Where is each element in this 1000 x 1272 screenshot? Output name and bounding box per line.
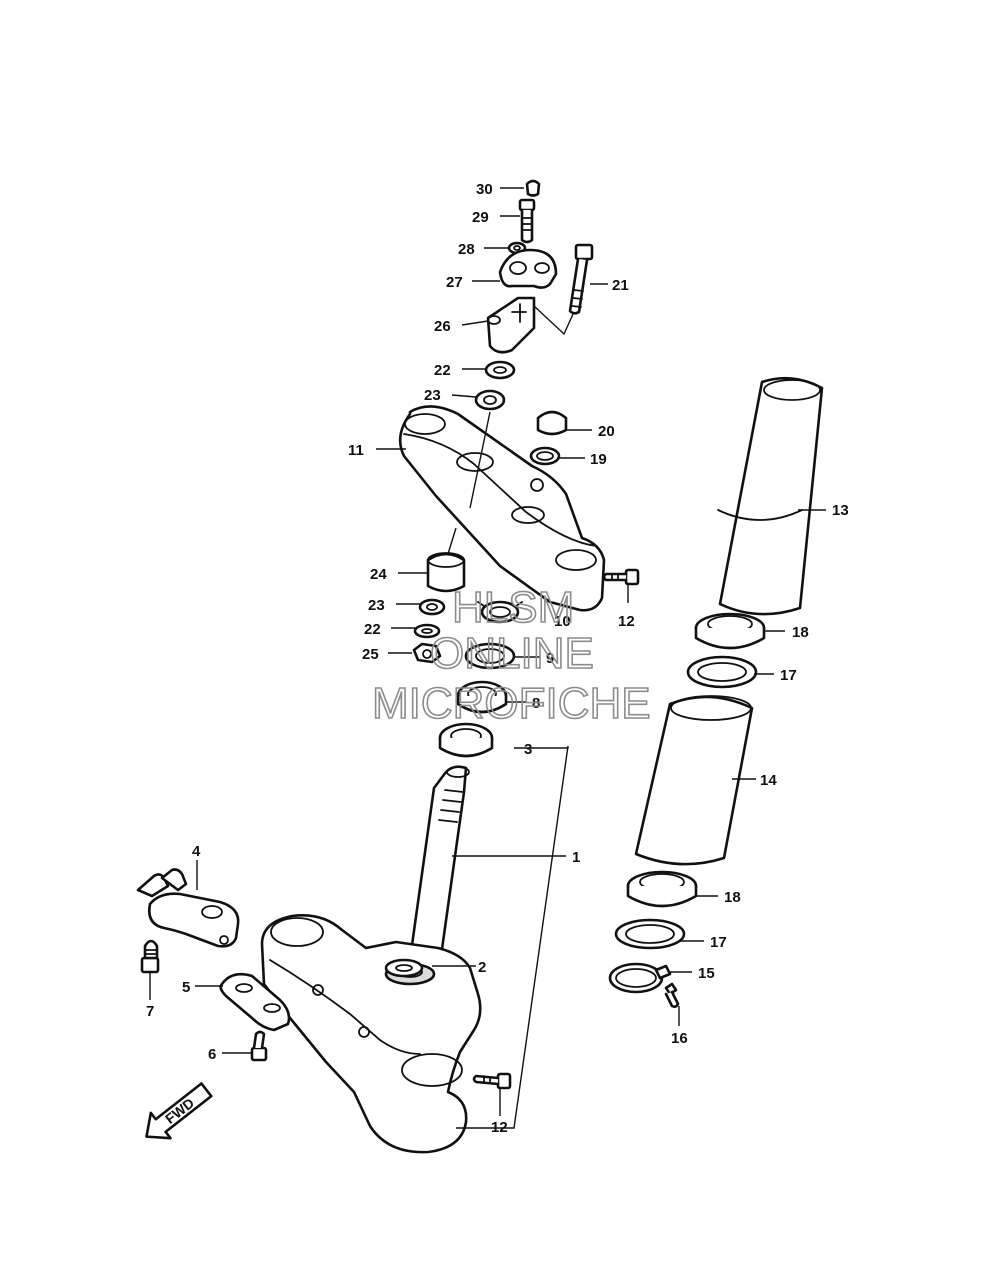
part-25-nut: [412, 642, 442, 664]
part-9-washer: [464, 642, 516, 670]
part-10-steering-nut: [477, 600, 523, 624]
callout-8: 8: [532, 695, 540, 712]
part-12-bolt-upper: [602, 568, 640, 586]
callout-12-upper: 12: [618, 613, 635, 630]
part-4-steering-lock: [136, 868, 240, 948]
part-28-washer: [507, 241, 527, 255]
callout-13: 13: [832, 502, 849, 519]
part-29-bolt: [518, 198, 536, 244]
callout-12-lower: 12: [491, 1119, 508, 1136]
callout-16: 16: [671, 1030, 688, 1047]
part-7-bolt: [140, 939, 160, 974]
callout-30: 30: [476, 181, 493, 198]
part-3-bearing: [438, 722, 494, 758]
part-13-upper-cover: [717, 376, 824, 616]
callout-14: 14: [760, 772, 777, 789]
callout-22-lower: 22: [364, 621, 381, 638]
watermark-line-1: HLSM: [452, 583, 574, 632]
watermark: HLSM ONLINE MICROFICHE: [371, 582, 651, 729]
part-16-screw: [664, 982, 680, 1008]
part-23-damper: [474, 389, 506, 411]
callout-20: 20: [598, 423, 615, 440]
callout-5: 5: [182, 979, 190, 996]
part-19-ring: [529, 446, 561, 466]
part-lower-bracket: [260, 914, 482, 1154]
callout-22-upper: 22: [434, 362, 451, 379]
fwd-arrow-icon: FWD: [145, 1082, 213, 1140]
part-15-clamp-band: [608, 962, 672, 994]
callout-17-lower: 17: [710, 934, 727, 951]
callout-1: 1: [572, 849, 580, 866]
part-5-clamp: [219, 972, 291, 1032]
callout-23-lower: 23: [368, 597, 385, 614]
watermark-line-2: ONLINE: [430, 629, 594, 678]
part-6-bolt: [250, 1030, 268, 1062]
part-30-cap: [525, 179, 541, 197]
callout-21: 21: [612, 277, 629, 294]
part-18-upper-cushion: [694, 612, 766, 650]
callout-6: 6: [208, 1046, 216, 1063]
callout-9: 9: [546, 650, 554, 667]
leader-lines: [149, 187, 826, 1129]
part-21-bolt: [568, 243, 594, 315]
callout-19: 19: [590, 451, 607, 468]
callout-labels: 30 29 28 27 21 26 22 23 20 11 19 13 24 1…: [146, 181, 849, 1136]
part-2-dust-seal: [384, 958, 424, 978]
callout-2: 2: [478, 959, 486, 976]
part-18-lower-cushion: [626, 870, 698, 908]
callout-3: 3: [524, 741, 532, 758]
callout-11: 11: [348, 442, 364, 459]
callout-18-lower: 18: [724, 889, 741, 906]
part-24-rubber: [426, 552, 466, 593]
part-12-bolt-lower: [472, 1072, 512, 1090]
callout-17-upper: 17: [780, 667, 797, 684]
part-8-bearing: [456, 680, 508, 714]
part-22-washer-lower: [413, 623, 441, 639]
callout-23-upper: 23: [424, 387, 441, 404]
part-22-washer: [484, 360, 516, 380]
callout-29: 29: [472, 209, 489, 226]
part-14-lower-cover: [634, 695, 754, 866]
watermark-line-3: MICROFICHE: [372, 679, 651, 728]
callout-4: 4: [192, 843, 201, 860]
callout-28: 28: [458, 241, 475, 258]
part-17-upper-ring: [686, 655, 758, 689]
callout-10: 10: [554, 613, 571, 630]
callout-7: 7: [146, 1003, 154, 1020]
part-11-upper-bracket: [398, 405, 606, 612]
callout-15: 15: [698, 965, 715, 982]
part-26-lower-holder: [486, 296, 536, 354]
part-23-damper-lower: [418, 598, 446, 616]
part-27-upper-holder: [498, 248, 558, 289]
callout-18-upper: 18: [792, 624, 809, 641]
part-20-cap: [536, 410, 568, 436]
callout-26: 26: [434, 318, 451, 335]
callout-27: 27: [446, 274, 463, 291]
callout-25: 25: [362, 646, 379, 663]
part-17-lower-ring: [614, 918, 686, 950]
callout-24: 24: [370, 566, 387, 583]
